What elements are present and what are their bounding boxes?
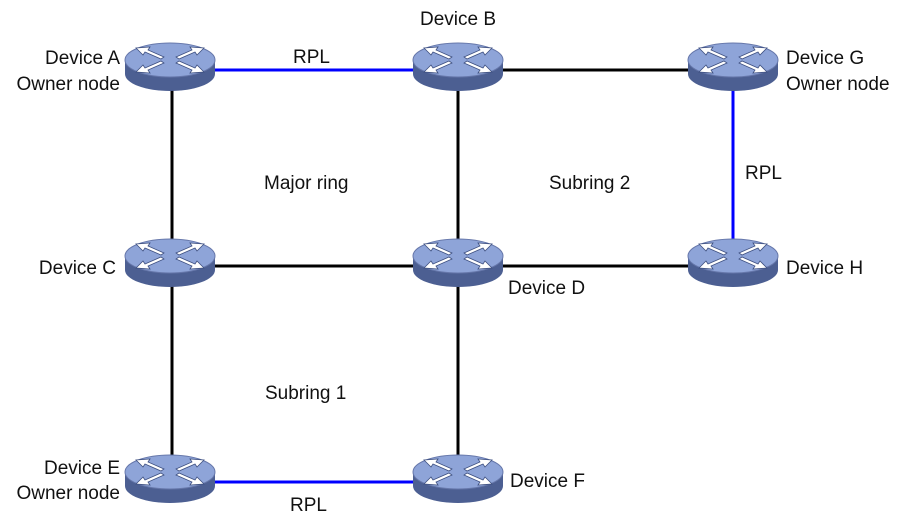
device-a-name: Device A bbox=[45, 48, 120, 69]
device-d-name: Device D bbox=[508, 278, 586, 299]
device-f-router-icon bbox=[412, 454, 504, 504]
device-c-name: Device C bbox=[38, 258, 116, 279]
device-a-role: Owner node bbox=[16, 74, 120, 95]
rpl-label-g-h: RPL bbox=[745, 163, 782, 184]
device-e-role: Owner node bbox=[16, 483, 120, 504]
device-c-router-icon bbox=[124, 238, 216, 288]
rpl-label-a-b: RPL bbox=[293, 47, 330, 68]
device-g-name: Device G bbox=[786, 48, 865, 69]
device-f-name: Device F bbox=[510, 471, 585, 492]
subring-2-label: Subring 2 bbox=[549, 173, 631, 194]
device-e-name: Device E bbox=[43, 458, 120, 479]
device-h-name: Device H bbox=[786, 258, 864, 279]
rpl-label-e-f: RPL bbox=[290, 495, 327, 516]
device-e-router-icon bbox=[124, 454, 216, 504]
device-g-router-icon bbox=[687, 42, 779, 92]
device-b-name: Device B bbox=[419, 9, 497, 30]
device-d-router-icon bbox=[412, 238, 504, 288]
device-g-role: Owner node bbox=[786, 74, 890, 95]
subring-1-label: Subring 1 bbox=[265, 383, 347, 404]
device-h-router-icon bbox=[687, 238, 779, 288]
device-b-router-icon bbox=[412, 42, 504, 92]
major-ring-label: Major ring bbox=[264, 173, 349, 194]
device-a-router-icon bbox=[124, 42, 216, 92]
